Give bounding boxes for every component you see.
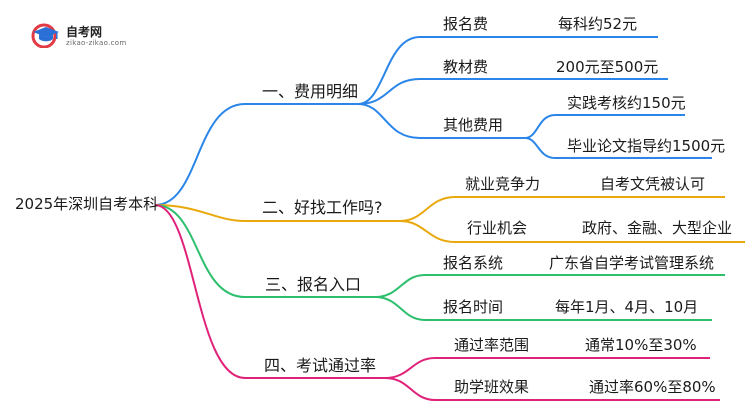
fee-textbook-label: 教材费 [443,58,489,76]
pass-rate-range-label: 通过率范围 [454,336,530,354]
registration-time-label: 报名时间 [443,298,504,316]
branch-fee-details: 一、费用明细 [262,82,359,101]
fee-registration-label: 报名费 [443,15,489,33]
connector-b1-other [357,103,525,139]
site-logo[interactable]: 自考网 zikao-zikao.com [30,20,140,50]
connector-b2-industry [399,220,560,243]
fee-textbook-value: 200元至500元 [556,58,659,76]
connector-other-thesis [524,137,712,159]
employment-compete-label: 就业竞争力 [465,175,541,193]
logo-name: 自考网 [66,25,103,39]
fee-registration-value: 每科约52元 [558,15,638,33]
branch-employment: 二、好找工作吗? [262,198,383,217]
tutoring-effect-label: 助学班效果 [454,378,530,396]
connector-root-b1 [154,103,358,206]
registration-system-label: 报名系统 [443,254,504,272]
connector-b2-compete [399,196,585,222]
graduation-cap-icon [31,23,59,48]
fee-thesis-item: 毕业论文指导约1500元 [567,137,726,155]
connector-b4-range [384,357,560,379]
connector-other-practice [524,114,685,139]
employment-industry-value: 政府、金融、大型企业 [582,219,733,237]
fee-other-label: 其他费用 [443,116,504,134]
tutoring-effect-value: 通过率60%至80% [589,378,716,396]
registration-time-value: 每年1月、4月、10月 [555,298,699,316]
connector-root-b3 [154,204,375,298]
registration-system-value: 广东省自学考试管理系统 [549,254,715,272]
root-topic: 2025年深圳自考本科 [15,195,159,213]
branch-registration-entry: 三、报名入口 [265,275,362,294]
connector-root-b4 [154,204,385,379]
connector-b1-book [357,78,540,105]
pass-rate-range-value: 通常10%至30% [585,336,697,354]
connector-b1-fee [357,36,540,105]
connector-b3-system [374,274,540,298]
employment-industry-label: 行业机会 [467,219,528,237]
connector-b3-time [374,296,540,321]
connector-b4-class [384,377,560,401]
branch-pass-rate: 四、考试通过率 [264,356,377,375]
logo-url: zikao-zikao.com [66,39,127,47]
employment-compete-value: 自考文凭被认可 [600,175,706,193]
connector-root-b2 [154,204,400,222]
fee-practice-item: 实践考核约150元 [567,94,686,112]
